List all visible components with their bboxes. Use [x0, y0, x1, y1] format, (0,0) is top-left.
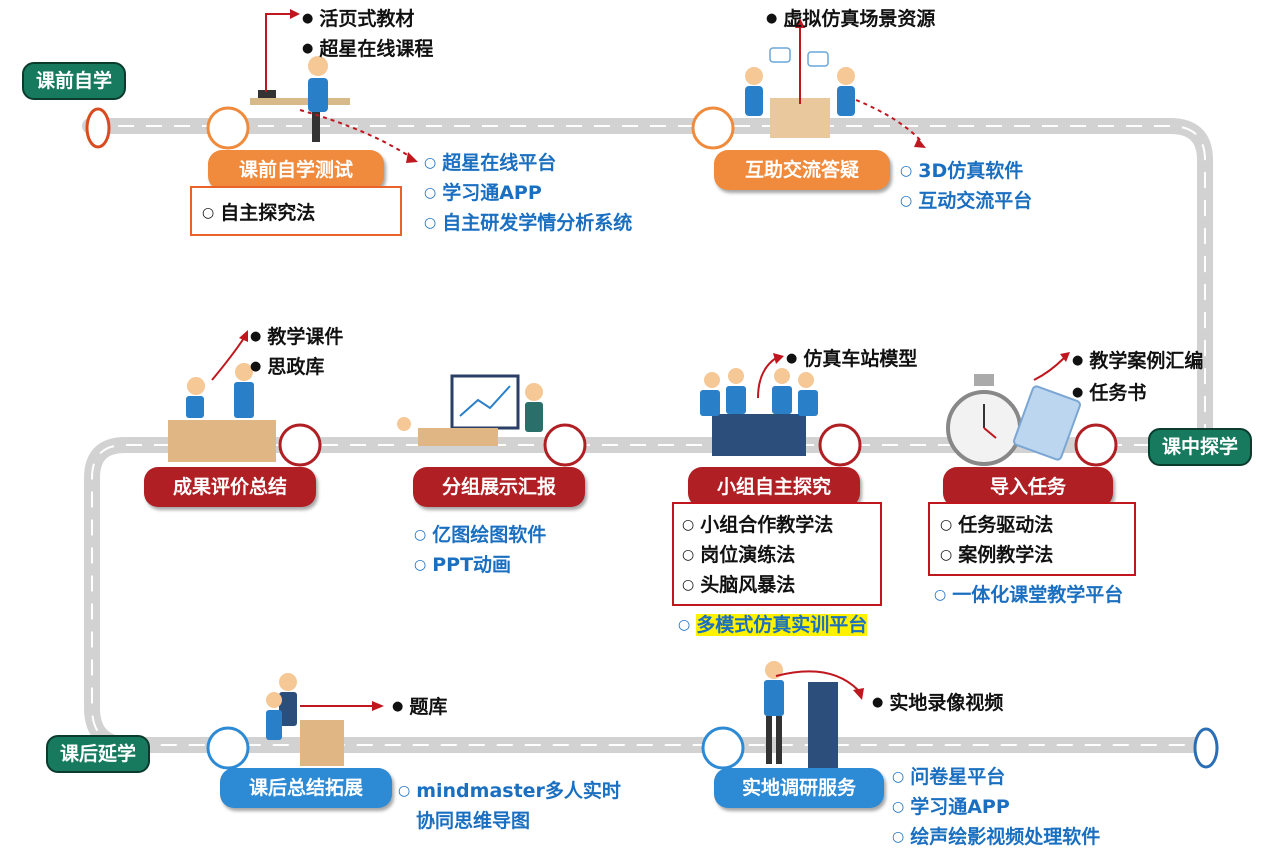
- meeting-illustration: [700, 368, 818, 456]
- platform-item: 一体化课堂教学平台: [934, 580, 1123, 607]
- resource-item: 活页式教材: [302, 4, 414, 31]
- stage-after-summary: 课后总结拓展: [220, 768, 392, 808]
- resource-item: 教学课件: [250, 322, 343, 349]
- platform-item: 问卷星平台: [892, 762, 1005, 789]
- phase-post-class: 课后延学: [46, 735, 151, 773]
- resource-item: 超星在线课程: [302, 34, 433, 61]
- stage-summary-eval: 成果评价总结: [144, 467, 316, 507]
- method-item: 岗位演练法: [682, 540, 795, 567]
- resource-item: 任务书: [1072, 378, 1146, 405]
- method-item: 案例教学法: [940, 540, 1053, 567]
- platform-item: 学习通APP: [892, 792, 1010, 819]
- stage-field-research: 实地调研服务: [714, 768, 884, 808]
- stage-group-show: 分组展示汇报: [413, 467, 585, 507]
- platform-item: PPT动画: [414, 550, 511, 577]
- platform-item: 互动交流平台: [900, 186, 1032, 213]
- method-item: 自主探究法: [202, 198, 315, 225]
- method-item: 头脑风暴法: [682, 570, 795, 597]
- platform-item-continued: 协同思维导图: [416, 810, 531, 832]
- platform-item: 学习通APP: [424, 178, 542, 205]
- platform-item: 亿图绘图软件: [414, 520, 546, 547]
- discussion-illustration: [745, 47, 855, 138]
- method-item: 任务驱动法: [940, 510, 1053, 537]
- resource-item: 实地录像视频: [872, 688, 1003, 715]
- phase-in-class: 课中探学: [1148, 428, 1253, 466]
- stage-pre-test: 课前自学测试: [208, 150, 384, 190]
- resource-item: 思政库: [250, 352, 324, 379]
- student-laptop-illustration: [250, 56, 350, 142]
- method-item: 小组合作教学法: [682, 510, 833, 537]
- evaluation-illustration: [168, 363, 276, 462]
- platform-item: 超星在线平台: [424, 148, 556, 175]
- resource-item: 仿真车站模型: [786, 344, 917, 371]
- platform-item: 多模式仿真实训平台: [678, 610, 868, 637]
- stage-group-explore: 小组自主探究: [688, 467, 860, 507]
- start-marker: [85, 107, 111, 149]
- stopwatch-clipboard-illustration: [946, 374, 1081, 466]
- presentation-illustration: [397, 374, 543, 446]
- end-marker: [1193, 727, 1219, 769]
- platform-item: 3D仿真软件: [900, 156, 1023, 183]
- stage-mutual-help: 互助交流答疑: [714, 150, 890, 190]
- stage-import-task: 导入任务: [943, 467, 1113, 507]
- field-research-illustration: [764, 661, 838, 768]
- phase-pre-class: 课前自学: [22, 62, 127, 100]
- platform-item: 自主研发学情分析系统: [424, 208, 632, 235]
- platform-item: mindmaster多人实时: [398, 776, 621, 803]
- resource-item: 虚拟仿真场景资源: [766, 4, 935, 31]
- reflection-illustration: [266, 673, 344, 766]
- resource-item: 教学案例汇编: [1072, 346, 1203, 373]
- platform-item: 绘声绘影视频处理软件: [892, 822, 1100, 849]
- resource-item: 题库: [392, 692, 447, 719]
